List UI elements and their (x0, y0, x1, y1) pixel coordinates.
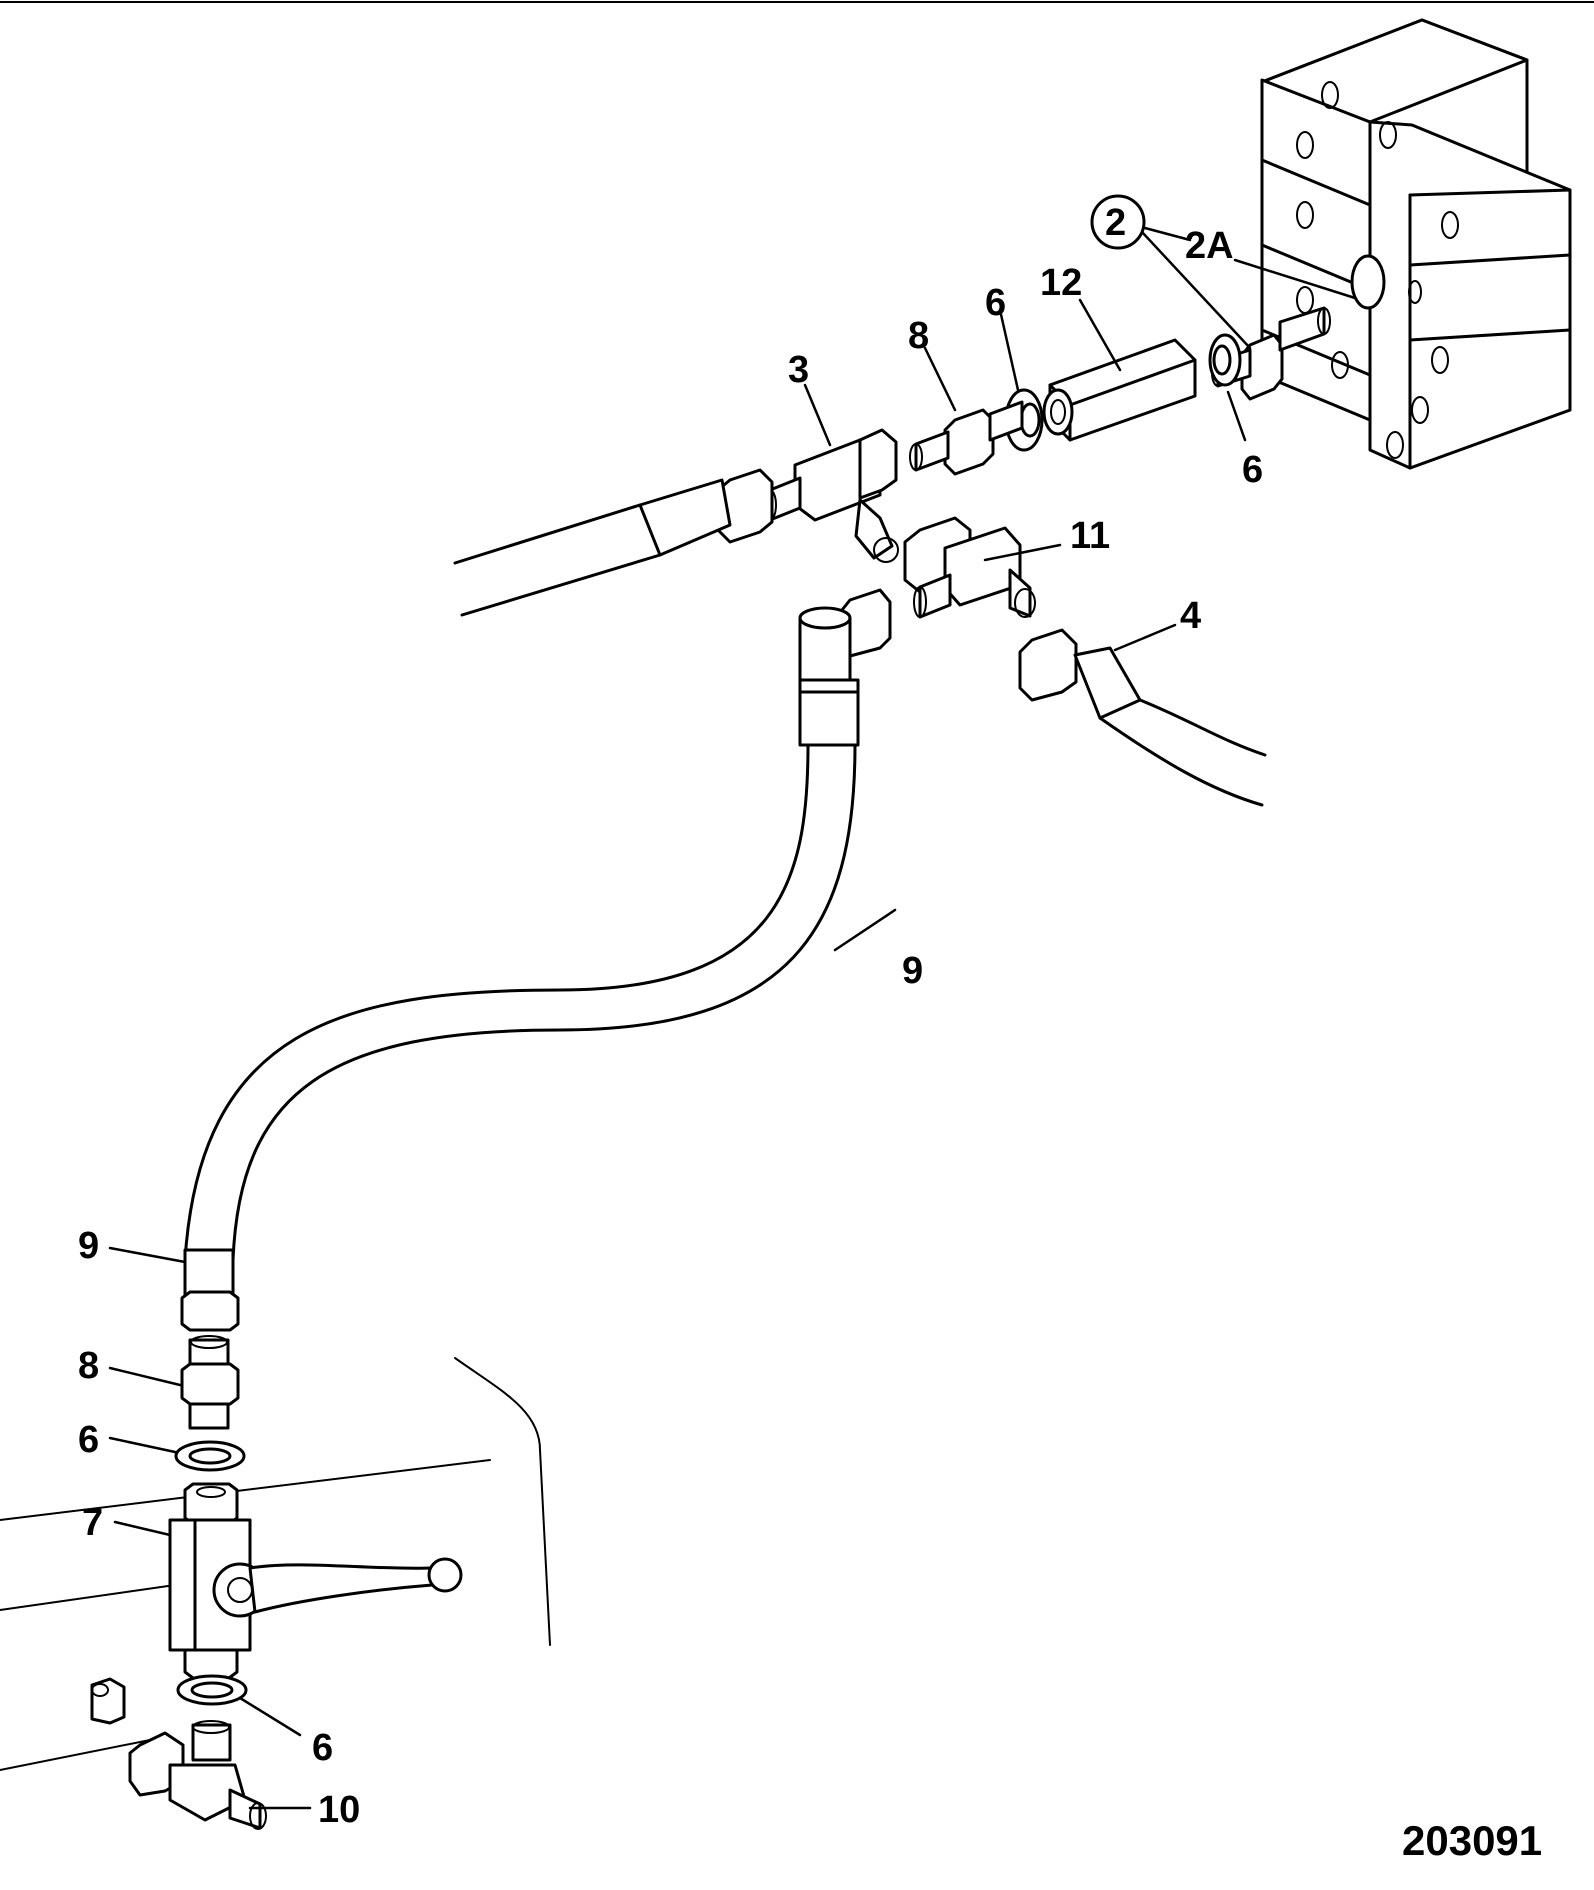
callout-6-bottom: 6 (312, 1727, 333, 1769)
callout-2: 2 (1105, 202, 1126, 244)
adapter-8-lower (180, 1335, 240, 1430)
callout-8-top: 8 (908, 315, 929, 357)
callout-8-bottom: 8 (78, 1345, 99, 1387)
callout-2-circle (1090, 194, 1146, 250)
tee-3 (763, 428, 899, 563)
callout-10: 10 (318, 1789, 360, 1831)
adapter-8-upper (909, 400, 1024, 476)
leader-lines (108, 226, 1357, 1810)
hose-9 (180, 588, 892, 1332)
callout-6-top-right: 6 (1242, 449, 1263, 491)
callout-4: 4 (1180, 595, 1201, 637)
callout-9-upper: 9 (902, 950, 923, 992)
callout-6-top-left: 6 (985, 282, 1006, 324)
callout-7: 7 (82, 1502, 103, 1544)
callout-12: 12 (1040, 262, 1082, 304)
tee-10 (128, 1720, 267, 1830)
tee-11 (903, 516, 1036, 619)
hose-upper-left (453, 468, 774, 617)
figure-number: 203091 (1402, 1817, 1542, 1864)
callout-3: 3 (788, 349, 809, 391)
hose-4 (1018, 628, 1267, 807)
washer-6-mid (174, 1440, 246, 1472)
washer-6-right (1208, 333, 1242, 387)
coupler-12 (1042, 338, 1197, 442)
callout-2a: 2A (1185, 225, 1234, 267)
callout-11: 11 (1070, 515, 1110, 557)
ball-valve-7 (168, 1482, 463, 1680)
valve-block (1260, 18, 1572, 470)
washer-6-bottom (176, 1674, 248, 1706)
tank-outline (0, 1357, 551, 1771)
small-plug (90, 1677, 126, 1725)
callout-6-mid: 6 (78, 1419, 99, 1461)
callout-9-lower: 9 (78, 1225, 99, 1267)
